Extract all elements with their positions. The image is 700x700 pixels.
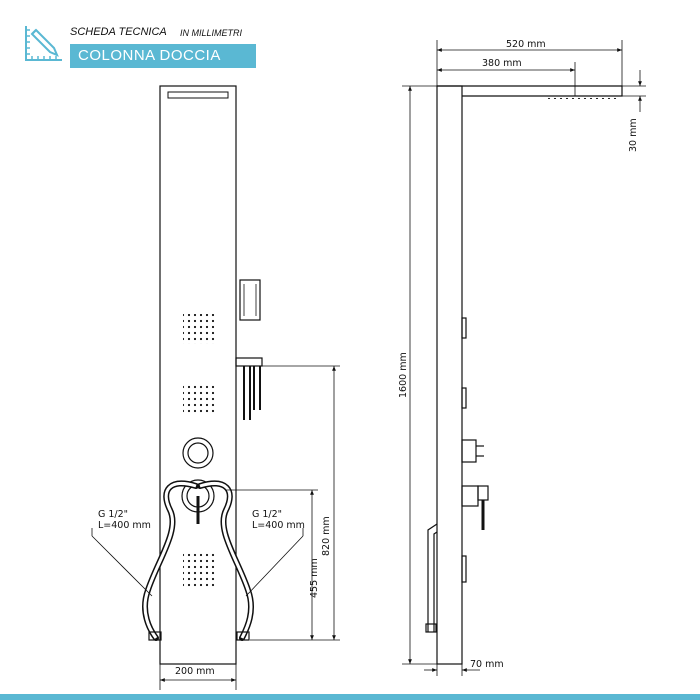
hand-shower-head xyxy=(239,279,261,321)
width-label: 200 mm xyxy=(175,666,215,677)
right-leader-line xyxy=(245,535,304,597)
hand-shower-holder xyxy=(235,357,263,367)
side-column-body xyxy=(436,85,463,665)
left-hose-fitting xyxy=(148,631,162,641)
right-hose-thread-label: G 1/2" xyxy=(252,509,282,520)
body-jets-lower xyxy=(183,553,215,589)
right-hose-fitting xyxy=(236,631,250,641)
body-jets-upper xyxy=(183,314,215,344)
valve-height-label: 820 mm xyxy=(321,516,332,556)
side-valve-upper xyxy=(461,439,477,463)
shower-arm xyxy=(437,85,623,97)
unit-note: IN MILLIMETRI xyxy=(180,28,243,38)
arm-dimensions xyxy=(436,40,646,112)
diverter-knob xyxy=(182,437,214,469)
header: SCHEDA TECNICA IN MILLIMETRI COLONNA DOC… xyxy=(0,0,270,80)
side-jet-upper xyxy=(461,317,467,339)
side-hand-hose xyxy=(427,523,438,632)
head-offset-label: 380 mm xyxy=(482,58,522,69)
rain-head-jets xyxy=(545,96,617,99)
hand-shower-hose xyxy=(243,366,261,420)
product-badge: COLONNA DOCCIA xyxy=(70,44,256,68)
hose-leaders xyxy=(91,528,304,597)
body-jets-middle xyxy=(183,384,215,414)
front-height-dimensions xyxy=(226,365,340,641)
side-view xyxy=(425,85,623,665)
diverter-knob-inner xyxy=(187,442,209,464)
product-name: COLONNA DOCCIA xyxy=(78,47,221,64)
front-top-cap xyxy=(167,91,229,99)
side-jet-middle xyxy=(461,387,467,409)
depth-dimension xyxy=(424,664,480,676)
depth-label: 70 mm xyxy=(470,659,504,670)
head-thickness-label: 30 mm xyxy=(628,118,639,152)
footer-accent-bar xyxy=(0,694,700,700)
width-dimension xyxy=(159,664,237,690)
sheet-title: SCHEDA TECNICA xyxy=(70,26,167,38)
right-hose-length-label: L=400 mm xyxy=(252,520,305,531)
front-column-body xyxy=(159,85,237,665)
outlet-height-label: 455 mm xyxy=(309,558,320,598)
side-valve-lower xyxy=(461,485,479,507)
front-view xyxy=(142,85,263,665)
arm-length-label: 520 mm xyxy=(506,39,546,50)
left-hose-length-label: L=400 mm xyxy=(98,520,151,531)
pencil-ruler-icon xyxy=(25,26,62,61)
side-jet-lower xyxy=(461,555,467,583)
left-hose-thread-label: G 1/2" xyxy=(98,509,128,520)
overall-height-dimension xyxy=(402,85,437,665)
left-leader-line xyxy=(91,535,153,597)
overall-height-label: 1600 mm xyxy=(398,352,409,398)
